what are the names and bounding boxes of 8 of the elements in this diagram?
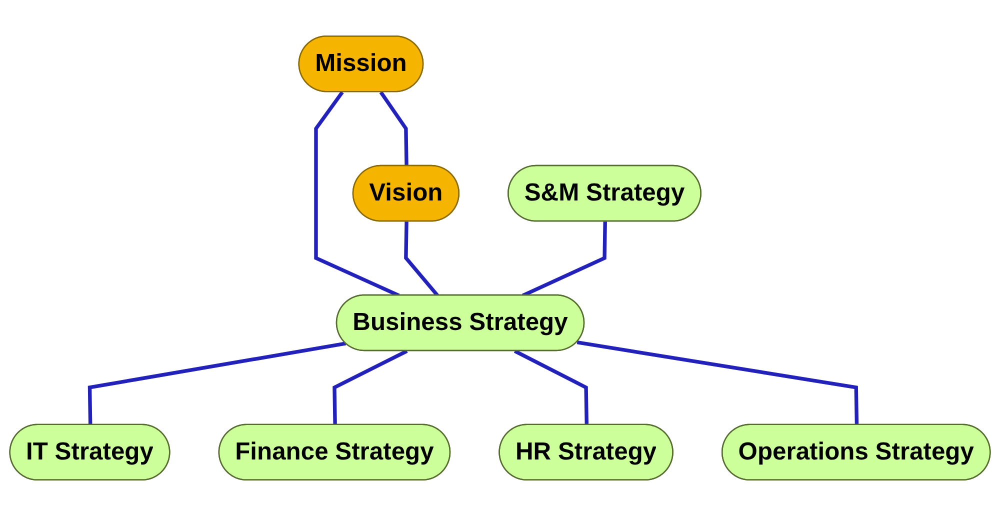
connector [576, 340, 859, 425]
connector [88, 341, 346, 425]
connector [379, 90, 408, 166]
connector [332, 348, 408, 425]
connector [404, 221, 439, 296]
connector [522, 221, 607, 297]
connector [514, 348, 589, 425]
connector [314, 90, 400, 297]
